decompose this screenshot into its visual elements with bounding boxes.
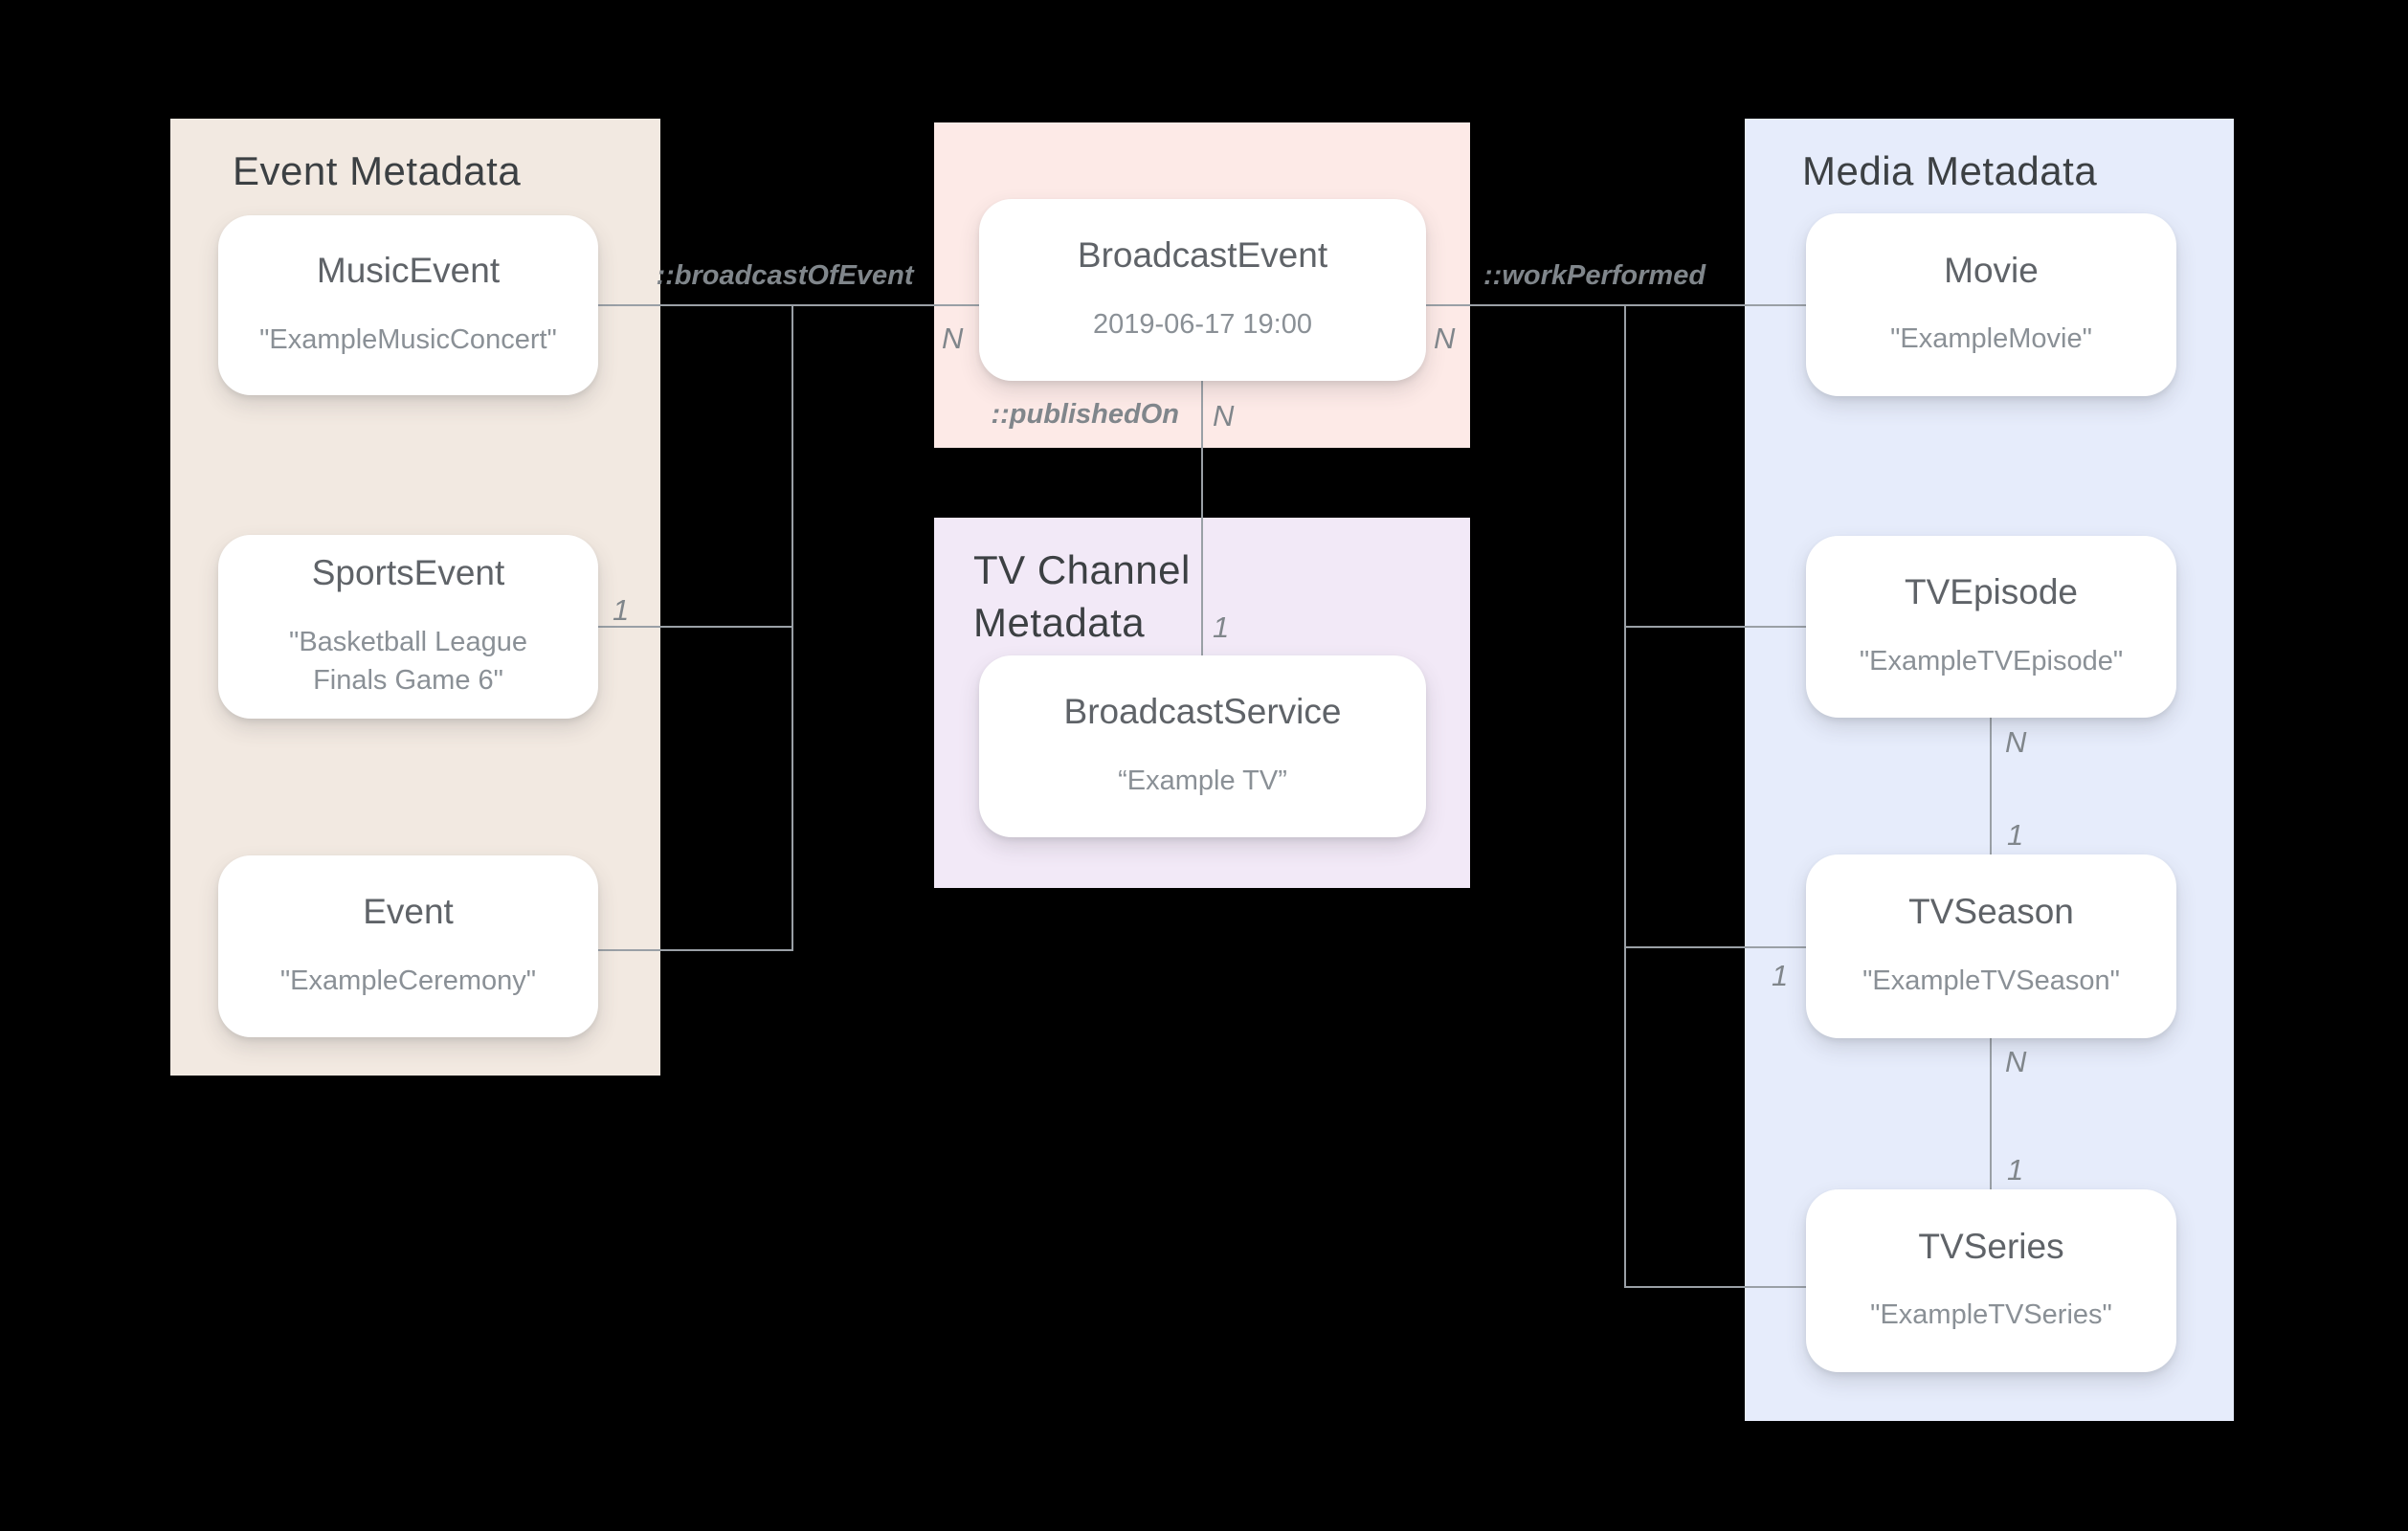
node-tvepisode-value: "ExampleTVEpisode" bbox=[1859, 645, 2124, 677]
node-tvseason-title: TVSeason bbox=[1908, 892, 2074, 932]
edge-label-broadcastofevent: ::broadcastOfEvent bbox=[656, 260, 914, 291]
edge-broadcastofevent-main-line bbox=[598, 304, 979, 306]
edge-broadcastofevent-branch-line bbox=[792, 304, 793, 951]
node-sportsevent-value: "Basketball League Finals Game 6" bbox=[289, 626, 527, 697]
node-tvepisode: TVEpisode "ExampleTVEpisode" bbox=[1806, 536, 2176, 718]
edge-broadcastofevent-event-line bbox=[598, 949, 793, 951]
node-musicevent-value: "ExampleMusicConcert" bbox=[259, 323, 557, 355]
panel-title-tv-channel-metadata: TV Channel Metadata bbox=[973, 544, 1191, 649]
node-broadcastevent-title: BroadcastEvent bbox=[1077, 235, 1328, 276]
cardinality-season-series-n: N bbox=[2005, 1045, 2027, 1078]
node-event-value: "ExampleCeremony" bbox=[279, 965, 537, 996]
node-sportsevent: SportsEvent "Basketball League Finals Ga… bbox=[218, 535, 598, 719]
node-event: Event "ExampleCeremony" bbox=[218, 855, 598, 1037]
node-tvseason-value: "ExampleTVSeason" bbox=[1862, 965, 2120, 996]
edge-label-publishedon: ::publishedOn bbox=[991, 399, 1179, 430]
cardinality-workperformed-1: 1 bbox=[1772, 959, 1789, 992]
node-tvseries-title: TVSeries bbox=[1918, 1226, 2064, 1266]
edge-workperformed-tvseries-line bbox=[1624, 1286, 1807, 1288]
panel-title-media-metadata: Media Metadata bbox=[1802, 148, 2098, 193]
node-broadcastevent: BroadcastEvent 2019-06-17 19:00 bbox=[979, 199, 1426, 381]
node-tvseries-value: "ExampleTVSeries" bbox=[1870, 1299, 2112, 1331]
node-musicevent-title: MusicEvent bbox=[316, 251, 501, 291]
edge-workperformed-tvepisode-line bbox=[1624, 626, 1807, 628]
panel-title-event-metadata: Event Metadata bbox=[233, 148, 522, 193]
cardinality-episode-season-n: N bbox=[2005, 725, 2027, 759]
edge-publishedon-line bbox=[1201, 381, 1203, 656]
node-movie-value: "ExampleMovie" bbox=[1890, 323, 2092, 355]
edge-workperformed-main-line bbox=[1426, 304, 1806, 306]
node-movie: Movie "ExampleMovie" bbox=[1806, 213, 2176, 396]
node-tvseason: TVSeason "ExampleTVSeason" bbox=[1806, 854, 2176, 1038]
node-event-title: Event bbox=[363, 892, 454, 932]
cardinality-workperformed-n: N bbox=[1434, 322, 1456, 355]
node-broadcastservice-value: “Example TV” bbox=[1118, 765, 1287, 796]
edge-workperformed-branch-line bbox=[1624, 304, 1626, 1288]
edge-workperformed-tvseason-line bbox=[1624, 946, 1807, 948]
node-broadcastservice-title: BroadcastService bbox=[1063, 692, 1342, 732]
cardinality-episode-season-1: 1 bbox=[2007, 818, 2024, 852]
panel-title-line1: TV Channel bbox=[973, 547, 1191, 592]
node-sportsevent-title: SportsEvent bbox=[311, 553, 505, 593]
node-tvepisode-title: TVEpisode bbox=[1905, 572, 2078, 612]
cardinality-season-series-1: 1 bbox=[2007, 1153, 2024, 1187]
panel-title-line2: Metadata bbox=[973, 599, 1146, 645]
cardinality-publishedon-1: 1 bbox=[1213, 610, 1230, 644]
node-movie-title: Movie bbox=[1944, 250, 2039, 290]
node-broadcastservice: BroadcastService “Example TV” bbox=[979, 655, 1426, 837]
edge-tvepisode-tvseason-line bbox=[1990, 718, 1992, 855]
edge-tvseason-tvseries-line bbox=[1990, 1038, 1992, 1190]
edge-label-workperformed: ::workPerformed bbox=[1483, 260, 1706, 291]
cardinality-broadcastofevent-n: N bbox=[942, 322, 964, 355]
cardinality-broadcastofevent-1: 1 bbox=[613, 593, 630, 627]
node-musicevent: MusicEvent "ExampleMusicConcert" bbox=[218, 215, 598, 395]
cardinality-publishedon-n: N bbox=[1213, 399, 1235, 433]
node-broadcastevent-value: 2019-06-17 19:00 bbox=[1093, 308, 1312, 340]
edge-broadcastofevent-sportsevent-line bbox=[598, 626, 793, 628]
node-tvseries: TVSeries "ExampleTVSeries" bbox=[1806, 1189, 2176, 1372]
